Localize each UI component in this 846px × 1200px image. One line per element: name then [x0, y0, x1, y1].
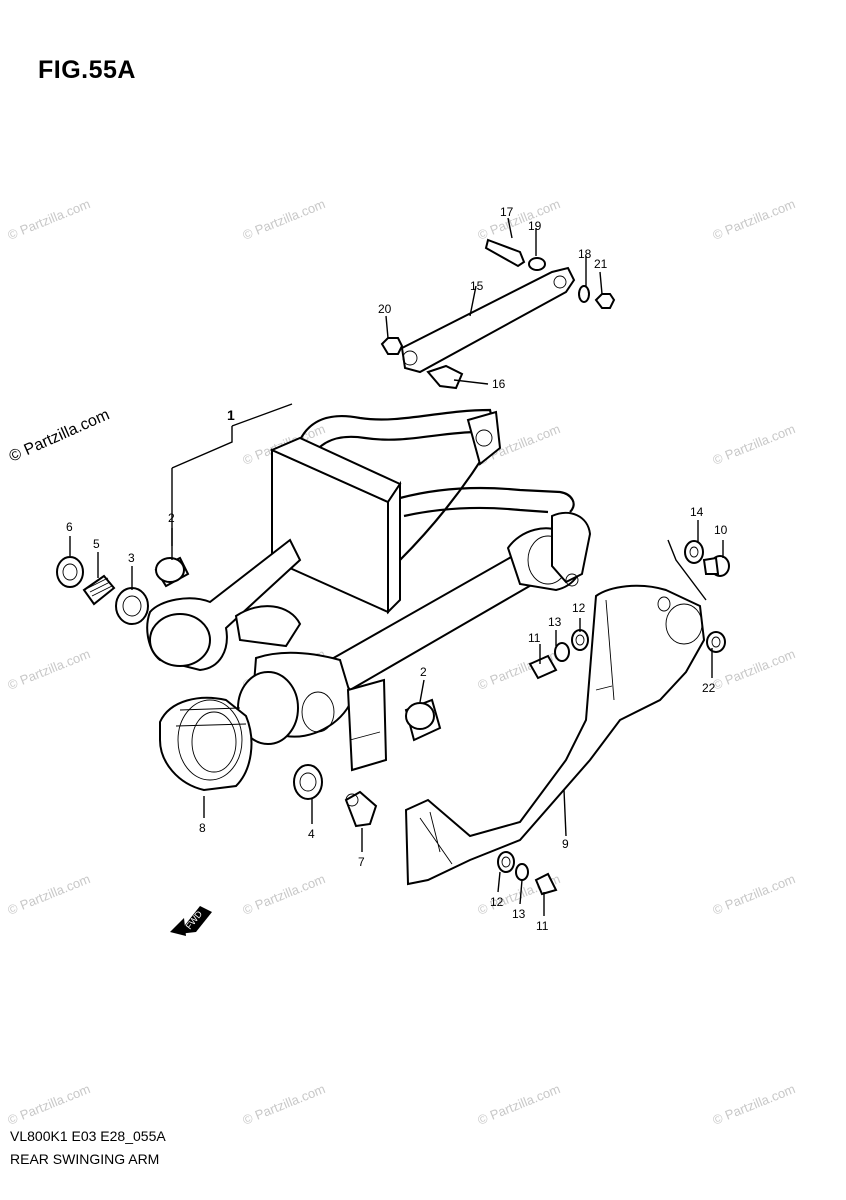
watermark: © Partzilla.com	[711, 421, 798, 468]
watermark: © Partzilla.com	[711, 871, 798, 918]
figure-code: VL800K1 E03 E28_055A	[10, 1128, 166, 1144]
callout-15: 15	[470, 279, 484, 293]
figure-title: FIG.55A	[38, 56, 136, 84]
callout-14: 14	[690, 505, 704, 519]
torque-link-15	[400, 266, 576, 374]
collar-13-upper	[554, 642, 570, 662]
callout-17: 17	[500, 205, 514, 219]
leader-lines	[69, 217, 724, 916]
callout-22: 22	[702, 681, 716, 695]
watermark: © Partzilla.com	[6, 196, 93, 243]
callout-8: 8	[199, 821, 206, 835]
callout-10: 10	[714, 523, 728, 537]
watermark: © Partzilla.com	[6, 646, 93, 693]
watermark: © Partzilla.com	[711, 646, 798, 693]
washer-14	[684, 540, 704, 564]
callout-12: 12	[490, 895, 504, 909]
torque-link-group	[380, 238, 616, 390]
watermark: © Partzilla.com	[711, 196, 798, 243]
bolt-11-upper	[528, 654, 558, 680]
callout-1: 1	[227, 407, 235, 423]
bracket-9	[404, 584, 706, 886]
callout-2: 2	[168, 511, 175, 525]
callout-5: 5	[93, 537, 100, 551]
bolt-17	[484, 238, 526, 268]
washer-19	[528, 257, 546, 271]
callout-6: 6	[66, 520, 73, 534]
cushion-12-lower	[497, 851, 515, 873]
bearing-3	[115, 587, 149, 625]
watermark: © Partzilla.com	[711, 1081, 798, 1128]
washer-18	[578, 285, 590, 303]
figure-caption: REAR SWINGING ARM	[10, 1151, 160, 1167]
bolt-10	[702, 555, 730, 577]
watermark: © Partzilla.com	[241, 1081, 328, 1128]
cap-7	[344, 790, 378, 828]
bearing-4	[293, 764, 323, 800]
fwd-arrow-icon: FWD	[170, 906, 212, 936]
bush-2-upper	[154, 556, 190, 588]
watermark: © Partzilla.com	[476, 1081, 563, 1128]
callout-20: 20	[378, 302, 392, 316]
watermark: © Partzilla.com	[6, 871, 93, 918]
bolt-11-lower	[534, 872, 558, 896]
callout-2: 2	[420, 665, 427, 679]
callout-9: 9	[562, 837, 569, 851]
callout-13: 13	[548, 615, 562, 629]
callout-11: 11	[528, 631, 541, 645]
callout-7: 7	[358, 855, 365, 869]
callout-19: 19	[528, 219, 542, 233]
callout-labels: 1 2 2 3 4 5 6 7 8 9 10 11 11 12 12 13 13…	[66, 205, 728, 933]
nut-20	[380, 337, 404, 355]
callout-11: 11	[536, 919, 549, 933]
watermark-highlight: © Partzilla.com	[7, 406, 112, 465]
boot-8	[159, 696, 253, 792]
watermark: © Partzilla.com	[241, 871, 328, 918]
callout-18: 18	[578, 247, 592, 261]
watermark: © Partzilla.com	[476, 196, 563, 243]
callout-12: 12	[572, 601, 586, 615]
washer-22	[706, 631, 726, 653]
bush-2-lower	[404, 698, 442, 742]
callout-16: 16	[492, 377, 506, 391]
nut-21	[594, 293, 616, 309]
watermark: © Partzilla.com	[6, 1081, 93, 1128]
callout-13: 13	[512, 907, 526, 921]
swing-arm-1	[146, 408, 592, 772]
collar-13-lower	[515, 863, 529, 881]
cushion-12-upper	[571, 629, 589, 651]
callout-4: 4	[308, 827, 315, 841]
spacer-5	[82, 574, 116, 606]
bolt-16	[426, 364, 464, 390]
pivot-boss-left	[149, 613, 211, 667]
callout-3: 3	[128, 551, 135, 565]
callout-21: 21	[594, 257, 608, 271]
oil-seal-6	[56, 556, 84, 588]
watermark: © Partzilla.com	[241, 196, 328, 243]
